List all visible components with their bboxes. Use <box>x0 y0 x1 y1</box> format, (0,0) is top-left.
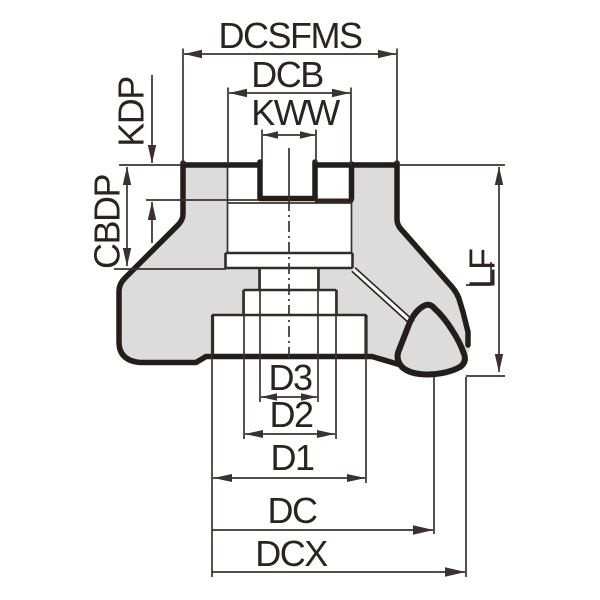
arrow-d3-left <box>261 393 277 401</box>
body-right-outline <box>394 160 471 348</box>
dim-label-dc: DC <box>268 490 317 531</box>
arrow-kdp-up <box>147 201 157 220</box>
body-left-bottom-outline <box>116 160 402 368</box>
dim-label-dcb: DCB <box>251 54 323 95</box>
arrow-lf-up <box>494 166 504 185</box>
dim-label-dcx: DCX <box>255 533 328 574</box>
seat-cavity <box>226 253 352 268</box>
dim-label-lf: LF <box>462 249 503 289</box>
arrow-lf-down <box>494 354 504 373</box>
dim-label-d1: D1 <box>270 437 313 478</box>
arrow-kww-right <box>300 131 316 139</box>
arrow-cbdp-down <box>122 248 132 267</box>
arrow-d1-right <box>347 474 366 482</box>
dim-label-cbdp: CBDP <box>87 175 128 270</box>
insert-pocket-seam-gap <box>352 268 414 325</box>
arrow-d2-right <box>317 430 335 438</box>
dim-label-d3: D3 <box>268 357 311 398</box>
arrow-dcsfms-left <box>184 49 202 59</box>
dim-label-kdp: KDP <box>111 77 152 147</box>
keyway-outline <box>257 159 318 202</box>
dim-label-dcsfms: DCSFMS <box>219 15 362 56</box>
arrow-d2-left <box>245 430 263 438</box>
arrow-dcx-right <box>445 567 466 577</box>
arrow-kdp-down <box>147 145 157 164</box>
arrow-dcb-left <box>229 88 247 98</box>
cutting-insert <box>394 301 468 378</box>
arrow-d3-right <box>301 393 317 401</box>
arrow-kww-left <box>262 131 278 139</box>
arrow-dcb-right <box>332 88 350 98</box>
dim-label-d2: D2 <box>269 394 312 435</box>
arrow-cbdp-up <box>122 166 132 185</box>
arrow-d1-left <box>213 474 232 482</box>
dim-label-kww: KWW <box>251 92 340 133</box>
arrow-dc-right <box>413 525 434 535</box>
arrow-dcsfms-right <box>378 49 396 59</box>
step-d2-cavity <box>244 290 336 315</box>
